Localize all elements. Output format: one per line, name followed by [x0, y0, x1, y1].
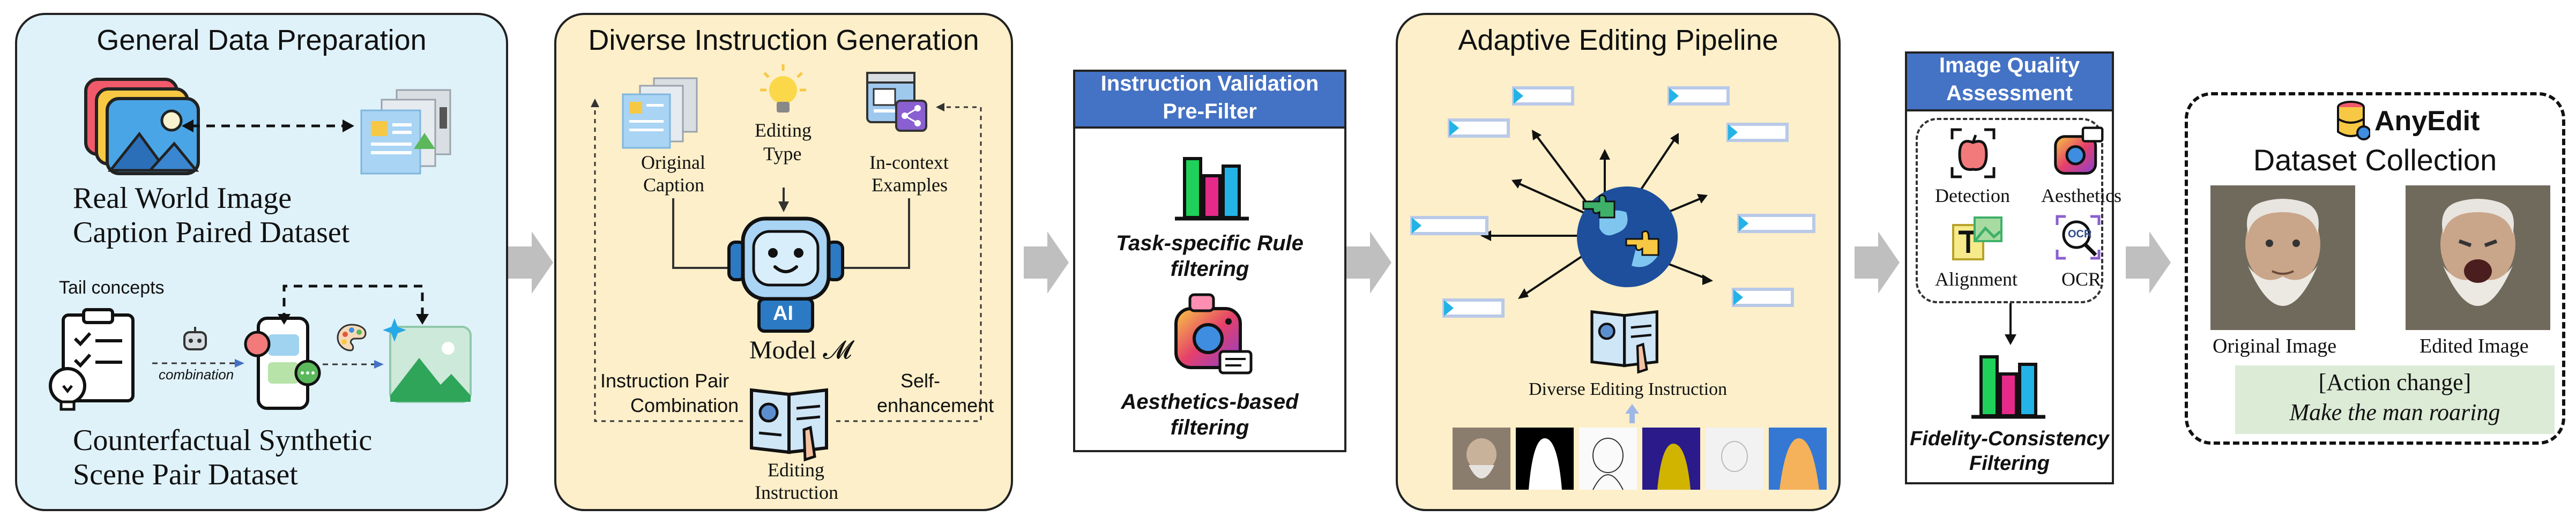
self-enhancement-label-line1: Self- — [900, 370, 941, 392]
flow-arrow-5 — [2126, 231, 2171, 294]
fidelity-label-line1: Fidelity-Consistency — [1910, 428, 2109, 450]
edited-image-label: Edited Image — [2419, 335, 2529, 357]
database-icon — [2337, 101, 2370, 140]
assessment-down-arrow — [2005, 303, 2016, 345]
panel4-title: Adaptive Editing Pipeline — [1458, 24, 1778, 56]
flow-arrow-1 — [508, 231, 553, 294]
diverse-instruction-book-icon — [1590, 310, 1658, 374]
instruction-book-icon — [750, 388, 828, 462]
model-label: Model 𝓜 — [749, 335, 852, 365]
original-caption-icon — [622, 77, 698, 149]
pair-combination-label-line1: Instruction Pair — [600, 370, 729, 392]
lightbulb-icon — [760, 64, 806, 113]
flow-arrow-2 — [1024, 231, 1069, 294]
action-change-label: [Action change] — [2318, 369, 2471, 395]
palette-arrow — [323, 360, 384, 369]
edit-mode-thumbnails — [1453, 428, 1827, 490]
editing-type-label-line1: Editing — [755, 119, 811, 141]
incontext-label-line1: In-context — [869, 152, 949, 173]
panel-instruction-validation — [1073, 70, 1346, 452]
up-arrow — [1625, 404, 1639, 423]
original-image-label: Original Image — [2213, 335, 2337, 357]
editing-instruction-label-line2: Instruction — [755, 482, 838, 503]
incontext-examples-icon — [866, 72, 927, 132]
flow-arrow-4 — [1855, 231, 1900, 294]
flow-arrow-3 — [1346, 231, 1391, 294]
ocr-icon — [2056, 215, 2101, 260]
ai-robot-icon — [727, 216, 844, 333]
panel3-header-line1: Instruction Validation — [1100, 72, 1319, 95]
robot-ai-badge: AI — [773, 302, 793, 325]
panel2-title: Diverse Instruction Generation — [588, 24, 979, 56]
panel5-header-line1: Image Quality — [1939, 54, 2080, 77]
original-caption-label-line1: Original — [641, 152, 705, 173]
small-robot-icon — [183, 327, 207, 350]
original-image-photo — [2210, 185, 2355, 330]
counterfactual-dataset-label-line2: Scene Pair Dataset — [73, 458, 298, 491]
dataset-collection-title: Dataset Collection — [2253, 143, 2497, 177]
alignment-label: Alignment — [1935, 268, 2017, 290]
editing-type-label-line2: Type — [763, 143, 802, 164]
panel3-header — [1073, 70, 1346, 129]
panel5-header — [1905, 51, 2114, 111]
instruction-loop-frame — [591, 99, 982, 422]
aesthetics-filtering-label-line2: filtering — [1170, 416, 1249, 439]
panel1-title: General Data Preparation — [96, 24, 427, 56]
ocr-icon-badge: OCR — [2068, 228, 2092, 240]
diverse-editing-instruction-label: Diverse Editing Instruction — [1529, 379, 1728, 399]
real-world-dataset-label-line2: Caption Paired Dataset — [73, 216, 350, 249]
real-world-dataset-label-line1: Real World Image — [73, 182, 292, 215]
tail-concepts-label: Tail concepts — [59, 278, 165, 298]
combination-arrow — [152, 359, 244, 368]
combination-label: combination — [159, 366, 234, 383]
incontext-label-line2: Examples — [872, 174, 948, 196]
rule-filtering-label-line2: filtering — [1170, 257, 1249, 281]
palette-icon — [337, 324, 367, 351]
alignment-icon — [1952, 216, 2002, 260]
original-caption-label-line2: Caption — [643, 174, 704, 196]
documents-icon — [360, 89, 451, 175]
dashed-link-arrow — [182, 119, 354, 132]
model-symbol: 𝓜 — [823, 336, 852, 364]
photo-stack-icon — [84, 78, 200, 175]
edit-caption-box — [2235, 365, 2555, 434]
panel3-header-line2: Pre-Filter — [1163, 100, 1257, 123]
panel5-header-line2: Assessment — [1946, 81, 2073, 105]
puzzle-globe-icon — [1577, 186, 1678, 287]
detection-label: Detection — [1935, 185, 2010, 206]
assessment-dashed-box — [1916, 118, 2103, 303]
pair-combination-label-line2: Combination — [630, 394, 739, 416]
dashed-loop-arrow — [278, 285, 429, 325]
self-enhancement-label-line2: enhancement — [877, 394, 994, 416]
editing-instruction-label-line1: Editing — [768, 459, 824, 481]
bar-chart-icon — [1175, 157, 1249, 221]
fidelity-label-line2: Filtering — [1969, 452, 2050, 475]
clipboard-idea-icon — [49, 308, 135, 411]
generated-image-icon — [383, 318, 472, 403]
aesthetics-camera-icon — [1174, 293, 1253, 375]
aesthetics-filtering-label-line1: Aesthetics-based — [1121, 390, 1299, 414]
rule-filtering-label-line1: Task-specific Rule — [1116, 231, 1304, 255]
counterfactual-dataset-label-line1: Counterfactual Synthetic — [73, 424, 373, 457]
edit-instruction-text: Make the man roaring — [2289, 399, 2500, 425]
aesthetics-label: Aesthetics — [2041, 185, 2121, 206]
phone-chat-icon — [244, 317, 321, 410]
model-label-text: Model — [749, 336, 817, 364]
aesthetics-small-icon — [2054, 126, 2104, 175]
anyedit-brand: AnyEdit — [2374, 106, 2480, 137]
ocr-label: OCR — [2061, 268, 2102, 290]
edited-image-photo — [2406, 185, 2550, 330]
detection-icon — [1950, 128, 1996, 178]
fidelity-bar-chart-icon — [1971, 355, 2045, 419]
